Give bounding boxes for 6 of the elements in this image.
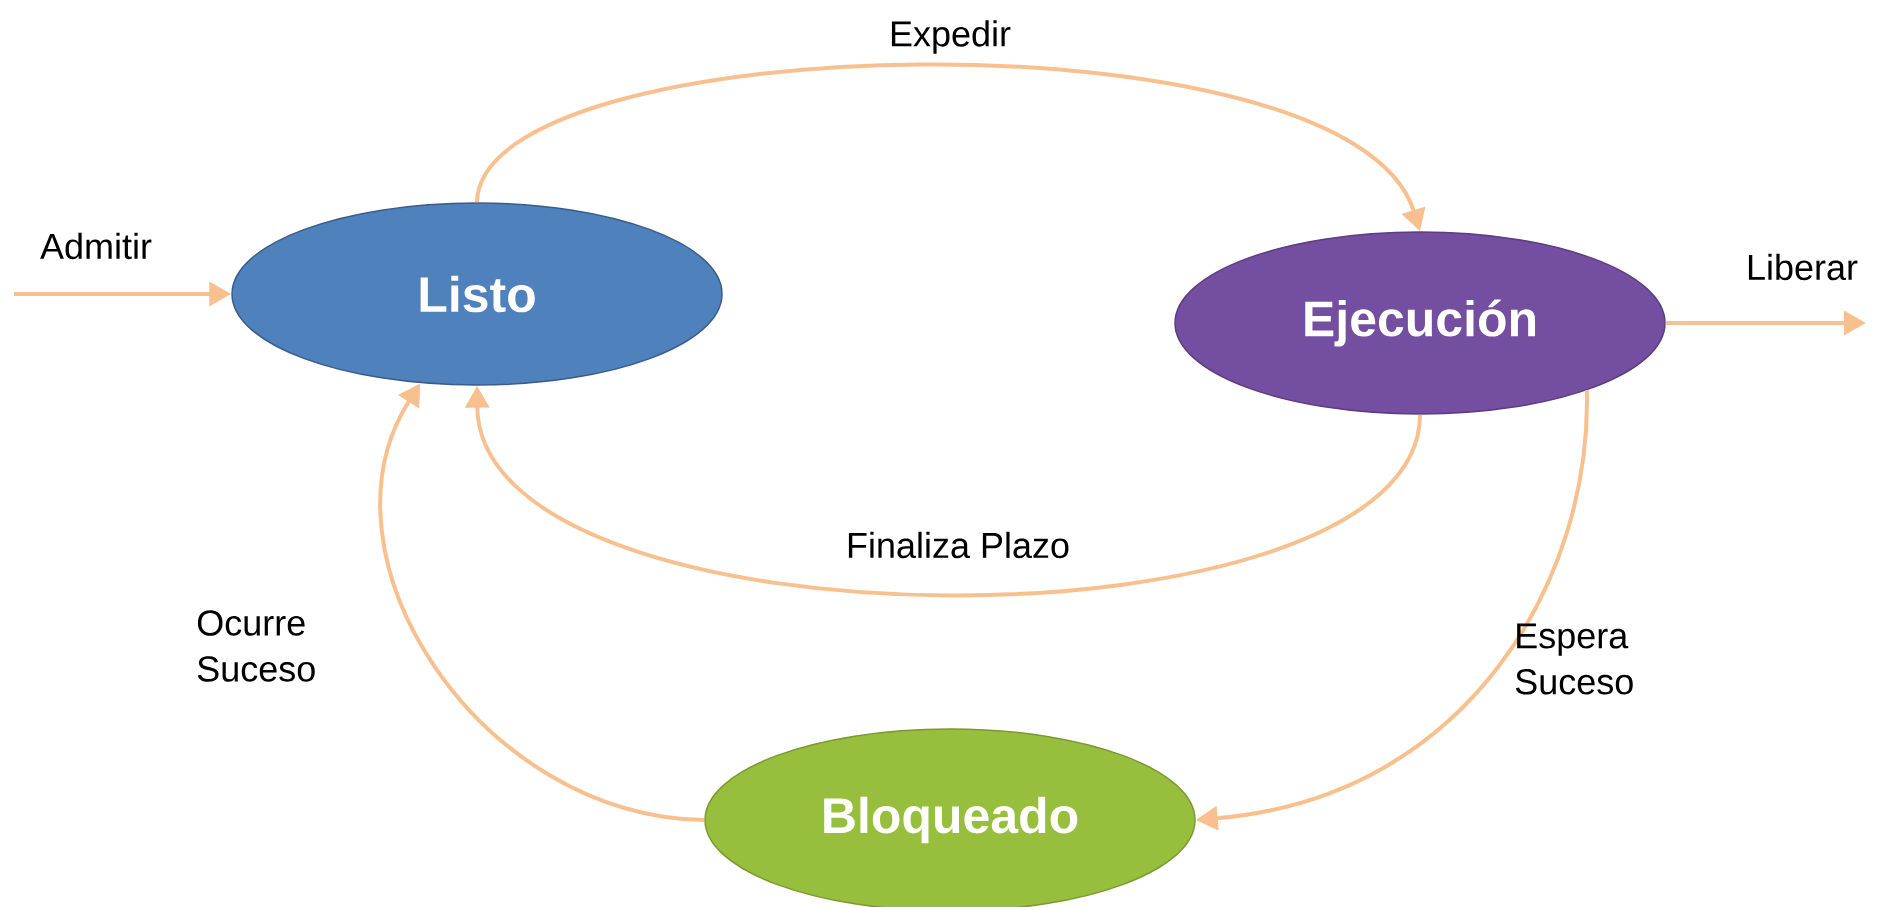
edge-label: Expedir: [891, 20, 1011, 54]
edge-label: Ocurre Suceso: [197, 610, 315, 682]
edge-label: Liberar: [1748, 253, 1858, 281]
edge-label: Espera Suceso: [1515, 623, 1633, 695]
edge-label: Admitir: [40, 232, 152, 260]
edge-label: Finaliza Plazo: [848, 531, 1069, 559]
